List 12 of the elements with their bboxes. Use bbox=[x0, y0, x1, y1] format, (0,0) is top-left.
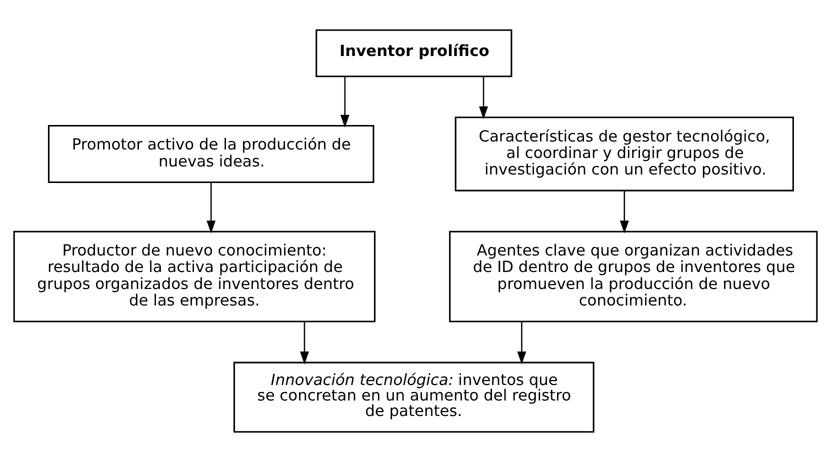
arrow bbox=[517, 321, 526, 364]
arrow bbox=[340, 76, 350, 128]
node-box: Características de gestor tecnológico, al coordinar y dirigir grupos de investigación con un efecto positivo. bbox=[454, 116, 794, 192]
arrow bbox=[300, 321, 309, 364]
node-box: Inventor prolífico bbox=[316, 29, 512, 78]
arrow bbox=[620, 190, 629, 234]
arrow bbox=[479, 76, 488, 120]
node-box: Innovación tecnológica: inventos que se concretan en un aumento del registro de patentes. bbox=[233, 362, 594, 433]
node-box: Promotor activo de la producción de nuevas ideas. bbox=[48, 124, 374, 183]
node-box: Productor de nuevo conocimiento: resultado de la activa participación de grupos organizados de inventores dentro de las empresas. bbox=[13, 230, 376, 322]
arrow bbox=[206, 182, 216, 234]
node-box: Agentes clave que organizan actividades de ID dentro de grupos de inventores que promueven la producción de nuevo conocimiento. bbox=[449, 230, 818, 322]
